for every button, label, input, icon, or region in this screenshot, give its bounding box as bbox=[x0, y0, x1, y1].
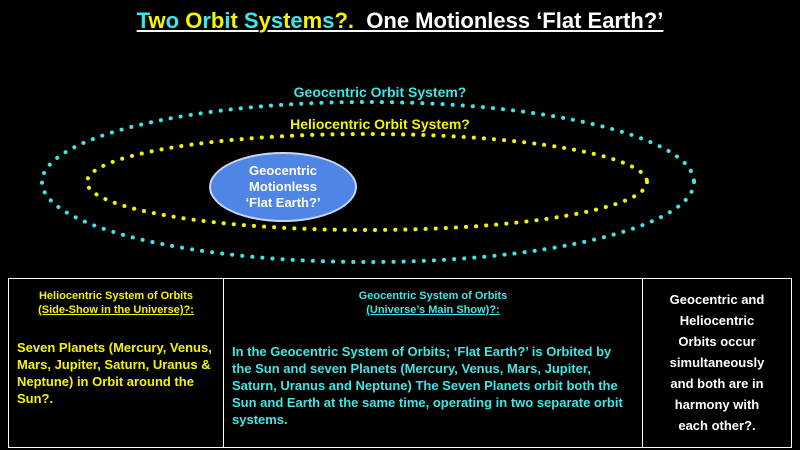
harmony-body: Geocentric and Heliocentric Orbits occur… bbox=[669, 292, 765, 433]
title-letter: b bbox=[210, 8, 225, 33]
title-colored-part: Two Orbit Systems?. bbox=[137, 8, 354, 33]
heliocentric-orbit bbox=[85, 132, 649, 232]
title-letter: ?. bbox=[334, 8, 355, 33]
title-letter: S bbox=[243, 8, 259, 33]
heliocentric-body: Seven Planets (Mercury, Venus, Mars, Jup… bbox=[17, 340, 212, 406]
flat-earth-node: Geocentric Motionless ‘Flat Earth?’ bbox=[209, 152, 357, 222]
geocentric-orbit-label: Geocentric Orbit System? bbox=[293, 84, 467, 100]
title-letter: m bbox=[302, 8, 323, 33]
heliocentric-heading: Heliocentric System of Orbits (Side-Show… bbox=[17, 289, 215, 317]
earth-line-2: Motionless bbox=[249, 179, 317, 194]
heliocentric-column: Heliocentric System of Orbits (Side-Show… bbox=[9, 279, 224, 447]
title-rest: One Motionless ‘Flat Earth?’ bbox=[366, 8, 664, 33]
title-letter: O bbox=[185, 8, 203, 33]
page-title: Two Orbit Systems?. One Motionless ‘Flat… bbox=[0, 8, 800, 34]
title-letter: T bbox=[136, 8, 149, 33]
title-letter: t bbox=[283, 8, 291, 33]
earth-line-3: ‘Flat Earth?’ bbox=[245, 195, 321, 210]
title-letter: t bbox=[230, 8, 238, 33]
geocentric-column: Geocentric System of Orbits (Universe’s … bbox=[224, 279, 643, 447]
title-letter: y bbox=[258, 8, 271, 33]
heliocentric-orbit-label: Heliocentric Orbit System? bbox=[290, 116, 470, 132]
title-letter: o bbox=[165, 8, 180, 33]
geocentric-subheading: (Universe’s Main Show)?: bbox=[366, 304, 500, 316]
harmony-column: Geocentric and Heliocentric Orbits occur… bbox=[643, 279, 791, 447]
geocentric-heading-text: Geocentric System of Orbits bbox=[358, 290, 508, 302]
title-letter: e bbox=[290, 8, 303, 33]
earth-line-1: Geocentric bbox=[249, 163, 317, 178]
geocentric-body: In the Geocentric System of Orbits; ‘Fla… bbox=[232, 344, 623, 427]
heliocentric-subheading: (Side-Show in the Universe)?: bbox=[38, 304, 194, 316]
title-letter: w bbox=[148, 8, 166, 33]
title-letter: s bbox=[322, 8, 335, 33]
geocentric-heading: Geocentric System of Orbits (Universe’s … bbox=[232, 289, 634, 317]
heliocentric-heading-text: Heliocentric System of Orbits bbox=[38, 290, 194, 302]
geocentric-orbit bbox=[40, 100, 696, 264]
title-letter: r bbox=[202, 8, 211, 33]
title-letter: i bbox=[224, 8, 231, 33]
title-letter: s bbox=[270, 8, 284, 33]
comparison-table: Heliocentric System of Orbits (Side-Show… bbox=[8, 278, 792, 448]
